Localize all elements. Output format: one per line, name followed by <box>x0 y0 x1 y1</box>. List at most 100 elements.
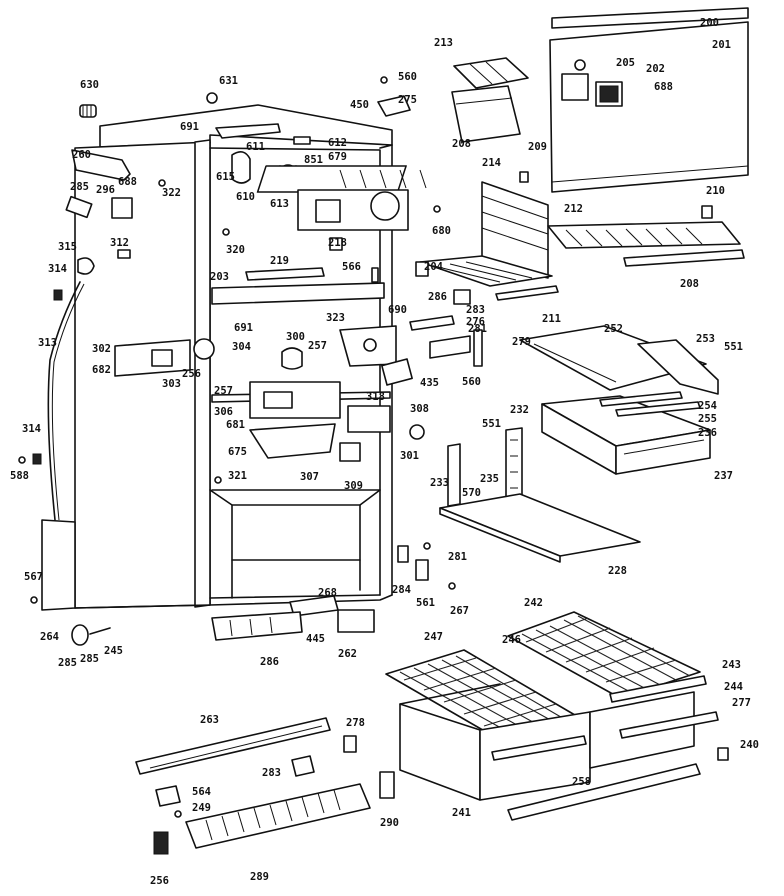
callout-label: 690 <box>388 304 407 316</box>
part-611 <box>215 123 281 139</box>
callout-label: 200 <box>700 17 719 29</box>
callout-label: 283 <box>262 767 281 779</box>
callout-label: 691 <box>180 121 199 133</box>
callout-label: 851 <box>304 154 323 166</box>
part-281 <box>473 329 483 367</box>
callout-label: 285 <box>70 181 89 193</box>
plate-308 <box>347 405 391 433</box>
callout-label: 300 <box>286 331 305 343</box>
freezer-door-201 <box>549 21 749 193</box>
door-trim-200 <box>551 7 749 29</box>
part-309 <box>339 442 361 462</box>
callout-label: 284 <box>392 584 411 596</box>
callout-label: 244 <box>724 681 743 693</box>
part-631 <box>206 92 218 104</box>
callout-label: 285 <box>80 653 99 665</box>
freezer-shelf-212 <box>481 181 549 279</box>
evaporator-cover-208 <box>256 165 407 193</box>
callout-label: 564 <box>192 786 211 798</box>
callout-label: 318 <box>366 391 385 403</box>
duct-housing <box>297 189 409 231</box>
part-314-bottom <box>32 453 42 465</box>
callout-label: 201 <box>712 39 731 51</box>
callout-label: 567 <box>24 571 43 583</box>
callout-label: 267 <box>450 605 469 617</box>
callout-label: 203 <box>210 271 229 283</box>
grille-258-slots <box>205 789 341 841</box>
callout-label: 296 <box>96 184 115 196</box>
callout-label: 219 <box>270 255 289 267</box>
callout-label: 275 <box>398 94 417 106</box>
part-285-left <box>65 195 93 219</box>
switch-300 <box>281 347 303 370</box>
pan-cover-242-grid <box>399 655 567 735</box>
callout-label: 302 <box>92 343 111 355</box>
callout-label: 610 <box>236 191 255 203</box>
shelf-rail-208 <box>623 249 745 267</box>
handle-260 <box>71 149 131 181</box>
callout-label: 561 <box>416 597 435 609</box>
callout-label: 249 <box>192 802 211 814</box>
ice-bucket-214 <box>451 85 521 143</box>
part-219 <box>245 267 325 281</box>
bracket-275 <box>377 95 411 117</box>
callout-label: 286 <box>260 656 279 668</box>
callout-label: 588 <box>10 470 29 482</box>
grille-268 <box>211 611 303 641</box>
callout-label: 232 <box>510 404 529 416</box>
callout-label: 208 <box>452 138 471 150</box>
bracket-253 <box>637 339 719 395</box>
bracket-286 <box>453 289 471 305</box>
callout-label: 682 <box>92 364 111 376</box>
freezer-shelf-base <box>419 255 553 287</box>
callout-label: 315 <box>58 241 77 253</box>
part-435 <box>381 358 413 386</box>
callout-label: 264 <box>40 631 59 643</box>
rail-246 <box>609 675 707 703</box>
callout-label: 285 <box>58 657 77 669</box>
callout-label: 228 <box>608 565 627 577</box>
part-296 <box>111 197 133 219</box>
part-301 <box>409 424 425 440</box>
rail-244 <box>619 711 719 739</box>
callout-label: 256 <box>182 368 201 380</box>
callout-label: 279 <box>512 336 531 348</box>
callout-label: 303 <box>162 378 181 390</box>
bracket-323 <box>339 325 397 367</box>
callout-label: 256 <box>150 875 169 887</box>
callout-label: 208 <box>680 278 699 290</box>
callout-label: 675 <box>228 446 247 458</box>
callout-label: 283 <box>466 304 485 316</box>
callout-label: 255 <box>698 413 717 425</box>
handle-241 <box>491 735 587 761</box>
callout-label: 245 <box>104 645 123 657</box>
callout-label: 321 <box>228 470 247 482</box>
callout-label: 289 <box>250 871 269 883</box>
callout-label: 323 <box>326 312 345 324</box>
callout-label: 218 <box>328 237 347 249</box>
callout-label: 322 <box>162 187 181 199</box>
knob-304 <box>193 338 215 360</box>
callout-label: 611 <box>246 141 265 153</box>
callout-label: 258 <box>572 776 591 788</box>
callout-label: 241 <box>452 807 471 819</box>
grille-258 <box>185 783 371 849</box>
callout-label: 680 <box>432 225 451 237</box>
callout-label: 236 <box>698 427 717 439</box>
back-panel-267 <box>41 519 76 611</box>
callout-label: 308 <box>410 403 429 415</box>
rail-255 <box>615 401 701 417</box>
callout-label: 253 <box>696 333 715 345</box>
callout-label: 240 <box>740 739 759 751</box>
part-289 <box>379 771 395 799</box>
part-283-bottom <box>155 785 181 807</box>
callout-label: 233 <box>430 477 449 489</box>
callout-label: 450 <box>350 99 369 111</box>
callout-label: 320 <box>226 244 245 256</box>
ice-tray-213 <box>453 57 529 89</box>
callout-label: 314 <box>22 423 41 435</box>
callout-label: 435 <box>420 377 439 389</box>
cover-252 <box>519 325 707 391</box>
callout-label: 246 <box>502 634 521 646</box>
